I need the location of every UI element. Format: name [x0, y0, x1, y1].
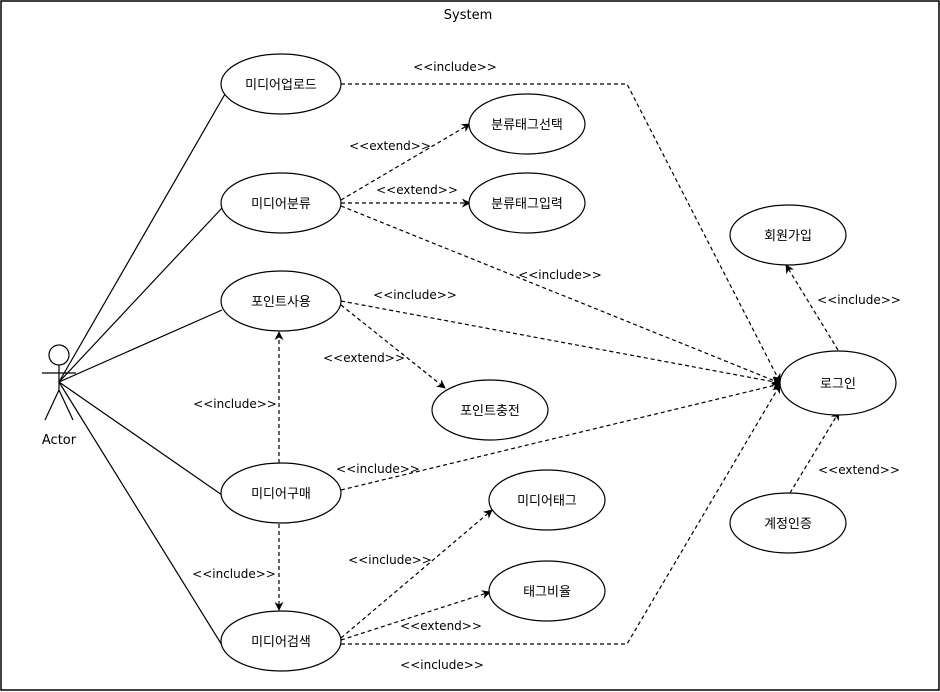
use-case-point-charge[interactable]: 포인트충전 — [431, 379, 549, 441]
use-case-purchase-label: 미디어구매 — [251, 487, 311, 502]
use-case-tag-select-label: 분류태그선택 — [491, 118, 563, 133]
rel-point-use-charge — [340, 304, 446, 389]
use-case-search[interactable]: 미디어검색 — [220, 610, 342, 672]
use-case-tag-input-label: 분류태그입력 — [491, 197, 563, 212]
use-case-signup-label: 회원가입 — [764, 229, 812, 244]
use-case-tag-ratio-label: 태그비율 — [523, 585, 571, 600]
use-case-point-charge-label: 포인트충전 — [460, 404, 520, 419]
use-case-media-tag-label: 미디어태그 — [517, 494, 577, 509]
label-purchase-search: <<include>> — [192, 567, 276, 581]
relations — [274, 83, 840, 645]
use-case-tag-input[interactable]: 분류태그입력 — [468, 172, 586, 234]
rel-classify-login — [340, 205, 781, 385]
label-classify-login: <<include>> — [518, 268, 602, 282]
system-title: System — [444, 8, 492, 23]
label-purchase-login: <<include>> — [336, 462, 420, 476]
use-case-login[interactable]: 로그인 — [779, 350, 897, 416]
rel-point-use-login — [340, 300, 781, 386]
use-case-upload[interactable]: 미디어업로드 — [220, 53, 342, 115]
use-case-classify[interactable]: 미디어분류 — [220, 172, 342, 234]
label-purchase-point-use: <<include>> — [193, 397, 277, 411]
use-case-signup[interactable]: 회원가입 — [729, 204, 847, 266]
use-case-tag-ratio[interactable]: 태그비율 — [488, 560, 606, 622]
label-point-use-login: <<include>> — [373, 288, 457, 302]
use-case-point-use-label: 포인트사용 — [251, 295, 311, 310]
rel-classify-tag-select — [340, 123, 471, 201]
use-case-search-label: 미디어검색 — [251, 635, 311, 650]
use-case-account-verify-label: 계정인증 — [764, 517, 812, 532]
use-case-account-verify[interactable]: 계정인증 — [729, 492, 847, 554]
assoc-point-use — [58, 309, 223, 383]
use-case-classify-label: 미디어분류 — [251, 197, 311, 212]
rel-purchase-login — [340, 381, 781, 491]
assoc-search — [58, 381, 226, 651]
label-verify-login: <<extend>> — [818, 463, 900, 477]
label-upload-login: <<include>> — [413, 60, 497, 74]
actor-associations — [58, 93, 226, 651]
actor-figure[interactable] — [42, 344, 76, 421]
rel-login-signup — [785, 264, 839, 351]
rel-search-tag-ratio — [340, 590, 491, 641]
label-search-media-tag: <<include>> — [348, 553, 432, 567]
use-case-upload-label: 미디어업로드 — [245, 78, 317, 93]
rel-verify-login — [789, 411, 840, 494]
label-search-login: <<include>> — [400, 658, 484, 672]
use-case-purchase[interactable]: 미디어구매 — [220, 462, 342, 524]
use-case-media-tag[interactable]: 미디어태그 — [488, 469, 606, 531]
label-classify-tag-input: <<extend>> — [376, 183, 458, 197]
label-classify-tag-select: <<extend>> — [349, 139, 431, 153]
label-search-tag-ratio: <<extend>> — [400, 619, 482, 633]
rel-search-media-tag — [340, 509, 493, 639]
actor-label: Actor — [42, 433, 77, 448]
use-case-tag-select[interactable]: 분류태그선택 — [468, 93, 586, 155]
use-case-login-label: 로그인 — [820, 377, 856, 392]
label-login-signup: <<include>> — [817, 293, 901, 307]
rel-search-login — [341, 384, 781, 645]
label-point-use-charge: <<extend>> — [323, 351, 405, 365]
assoc-purchase — [58, 381, 223, 496]
relation-labels: <<include>> <<extend>> <<extend>> <<incl… — [192, 60, 901, 672]
assoc-classify — [58, 207, 223, 383]
use-case-point-use[interactable]: 포인트사용 — [220, 270, 342, 332]
assoc-upload — [58, 93, 226, 383]
